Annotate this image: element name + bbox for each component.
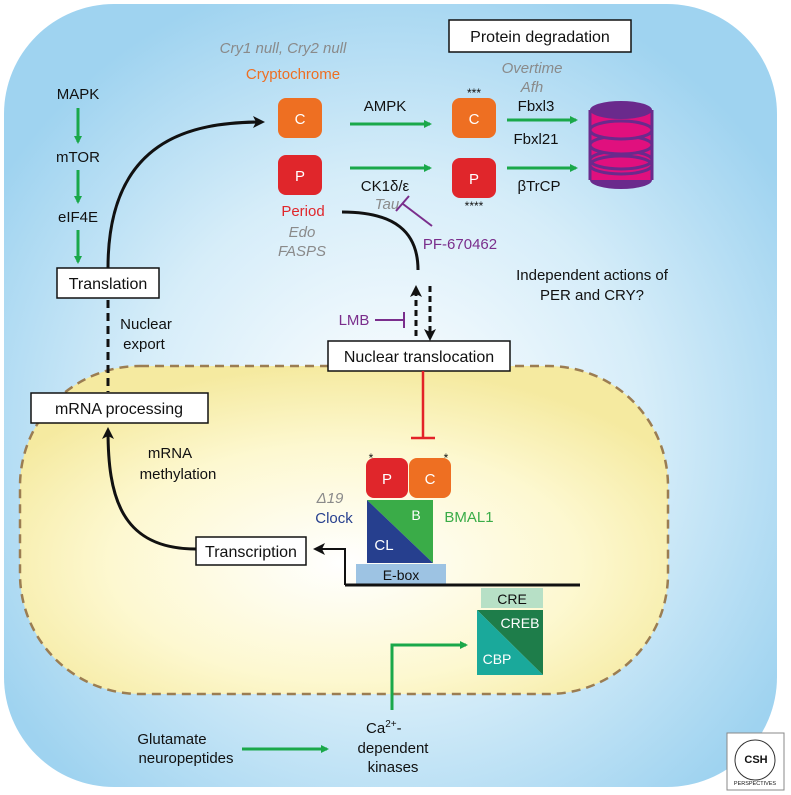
cry-complex-letter: C bbox=[425, 471, 436, 488]
protein-degradation-label: Protein degradation bbox=[470, 29, 610, 46]
afh-label: Afh bbox=[520, 79, 544, 96]
cry-phospho-stars: *** bbox=[467, 86, 481, 100]
creb-label: CREB bbox=[501, 615, 540, 631]
per-box-right-letter: P bbox=[469, 171, 479, 188]
mrna-methylation-line2: methylation bbox=[140, 466, 217, 483]
mrna-processing-box bbox=[30, 392, 209, 424]
eif4e-label: eIF4E bbox=[58, 209, 98, 226]
csh-perspectives-logo: CSH PERSPECTIVES bbox=[726, 732, 785, 791]
independent-actions-line1: Independent actions of bbox=[516, 267, 669, 284]
bmal1-letter: B bbox=[411, 507, 420, 523]
fbxl21-label: Fbxl21 bbox=[513, 131, 558, 148]
ebox-to-transcription-arrow bbox=[313, 543, 346, 585]
ca-line3: kinases bbox=[368, 759, 419, 776]
clock-letter: CL bbox=[374, 537, 393, 554]
per-to-nucleus-curve bbox=[341, 210, 420, 271]
per-box-left bbox=[278, 155, 322, 195]
fbxl3-label: Fbxl3 bbox=[518, 98, 555, 115]
per-complex-star: * bbox=[369, 451, 374, 465]
translation-label: Translation bbox=[69, 276, 148, 293]
cre-box bbox=[481, 588, 543, 608]
cry-box-right-letter: C bbox=[469, 111, 480, 128]
proteasome-icon bbox=[588, 101, 654, 189]
fasps-label: FASPS bbox=[278, 243, 326, 260]
per-phospho-stars: **** bbox=[465, 199, 484, 213]
mtor-label: mTOR bbox=[56, 149, 100, 166]
cryptochrome-label: Cryptochrome bbox=[246, 66, 340, 83]
csh-logo-text: CSH bbox=[744, 754, 767, 766]
cry-complex-star: * bbox=[444, 451, 449, 465]
bmal1-label: BMAL1 bbox=[444, 509, 493, 526]
ck1-label: CK1δ/ε bbox=[361, 178, 410, 195]
cre-label: CRE bbox=[497, 591, 527, 607]
nuclear-translocation-box bbox=[327, 340, 511, 372]
cry-mutants-label: Cry1 null, Cry2 null bbox=[220, 40, 347, 57]
translation-to-cry-arrow bbox=[106, 116, 265, 269]
independent-actions-line2: PER and CRY? bbox=[540, 287, 644, 304]
per-complex-box bbox=[366, 458, 408, 498]
cry-box-left-letter: C bbox=[295, 111, 306, 128]
ca-line1: Ca2+- bbox=[366, 719, 402, 737]
clock-label: Clock bbox=[315, 510, 353, 527]
nuclear-export-line1: Nuclear bbox=[120, 316, 172, 333]
transcription-label: Transcription bbox=[205, 544, 297, 561]
per-box-right bbox=[452, 158, 496, 198]
cry-box-left bbox=[278, 98, 322, 138]
transcription-box bbox=[195, 536, 307, 566]
transcription-to-processing-arrow bbox=[102, 427, 197, 551]
ampk-label: AMPK bbox=[364, 98, 407, 115]
btrcp-label: βTrCP bbox=[517, 178, 560, 195]
cry-box-right bbox=[452, 98, 496, 138]
glutamate-line1: Glutamate bbox=[137, 731, 206, 748]
ca-text: Ca bbox=[366, 720, 386, 737]
glutamate-line2: neuropeptides bbox=[138, 750, 233, 767]
translation-box bbox=[56, 267, 160, 299]
lmb-label: LMB bbox=[339, 312, 370, 329]
cbp-triangle bbox=[477, 610, 543, 675]
mrna-processing-label: mRNA processing bbox=[55, 401, 183, 418]
kinase-to-creb-arrow bbox=[390, 641, 468, 710]
nuclear-translocation-label: Nuclear translocation bbox=[344, 349, 494, 366]
tau-label: Tau bbox=[375, 196, 400, 213]
pf-670462-label: PF-670462 bbox=[423, 236, 497, 253]
ca-dash: - bbox=[397, 720, 402, 737]
nuclear-export-line2: export bbox=[123, 336, 166, 353]
protein-degradation-box bbox=[448, 19, 632, 53]
clock-triangle bbox=[367, 500, 433, 563]
cbp-label: CBP bbox=[483, 651, 512, 667]
per-box-left-letter: P bbox=[295, 168, 305, 185]
csh-logo-sub: PERSPECTIVES bbox=[734, 781, 777, 787]
ca-line2: dependent bbox=[358, 740, 430, 757]
mapk-label: MAPK bbox=[57, 86, 100, 103]
period-label: Period bbox=[281, 203, 324, 220]
mrna-methylation-line1: mRNA bbox=[148, 445, 192, 462]
ebox-box bbox=[356, 564, 446, 584]
pf-inhibition-line bbox=[402, 203, 433, 227]
ca-superscript: 2+ bbox=[385, 719, 397, 730]
overtime-label: Overtime bbox=[502, 60, 563, 77]
cry-complex-box bbox=[409, 458, 451, 498]
per-complex-letter: P bbox=[382, 471, 392, 488]
delta19-label: Δ19 bbox=[316, 490, 344, 507]
ebox-label: E-box bbox=[383, 567, 420, 583]
pf-inhibition-bar bbox=[395, 195, 410, 212]
edo-label: Edo bbox=[289, 224, 316, 241]
